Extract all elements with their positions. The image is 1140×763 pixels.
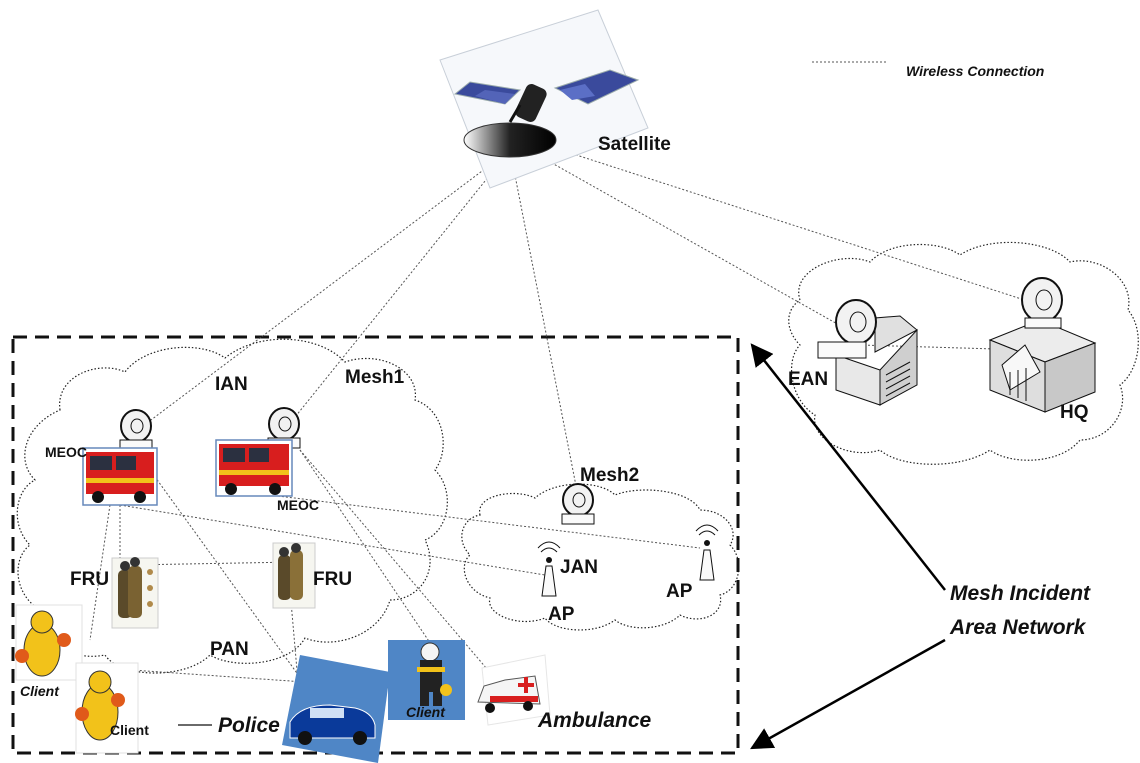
client-center-firefighter-icon — [388, 640, 465, 720]
ap-left-label: AP — [548, 604, 575, 625]
pan-label: PAN — [210, 639, 249, 660]
ambulance-label: Ambulance — [537, 709, 652, 732]
fru-right-label: FRU — [313, 569, 352, 590]
mesh2-dish-icon — [561, 483, 595, 525]
callout-arrow-up — [750, 343, 946, 591]
ambulance-icon — [477, 654, 551, 726]
mesh1-label: Mesh1 — [345, 367, 405, 388]
jan-access-point-icon — [537, 541, 561, 597]
meoc-left-dish-icon — [119, 409, 153, 451]
client-bottom-label: Client — [110, 722, 149, 738]
legend-wireless-label: Wireless Connection — [906, 63, 1044, 79]
satellite-label: Satellite — [598, 134, 671, 155]
callout-arrow-down — [750, 638, 946, 750]
ian-label: IAN — [215, 374, 248, 395]
satellite-icon — [439, 9, 649, 189]
ap-right-label: AP — [666, 581, 693, 602]
legend: Wireless Connection — [812, 61, 1044, 79]
mesh-incident-label-line1: Mesh Incident — [950, 582, 1091, 605]
fru-left-firefighters-icon — [111, 557, 159, 629]
client-center-label: Client — [406, 704, 446, 720]
meoc-left-fire-truck-icon — [82, 447, 158, 506]
police-car-icon — [282, 655, 390, 763]
mesh-incident-label-line2: Area Network — [949, 616, 1087, 639]
jan-label: JAN — [560, 557, 598, 578]
police-label: Police — [218, 714, 280, 737]
client-top-firefighter-icon — [15, 604, 83, 681]
hq-building-icon — [988, 277, 1097, 413]
ap-right-access-point-icon — [695, 524, 719, 581]
hq-label: HQ — [1060, 402, 1089, 423]
wireless-links — [59, 139, 1041, 706]
mesh2-label: Mesh2 — [580, 465, 639, 486]
meoc-left-label: MEOC — [45, 444, 87, 460]
ean-building-icon — [817, 299, 918, 406]
meoc-right-label: MEOC — [277, 497, 319, 513]
meoc-right-fire-truck-icon — [215, 439, 293, 497]
mesh2-cloud — [461, 483, 740, 631]
ean-label: EAN — [788, 369, 828, 390]
fru-right-firefighters-icon — [272, 542, 316, 609]
fru-left-label: FRU — [70, 569, 109, 590]
client-top-label: Client — [20, 683, 60, 699]
client-bottom-firefighter-icon — [75, 662, 139, 754]
